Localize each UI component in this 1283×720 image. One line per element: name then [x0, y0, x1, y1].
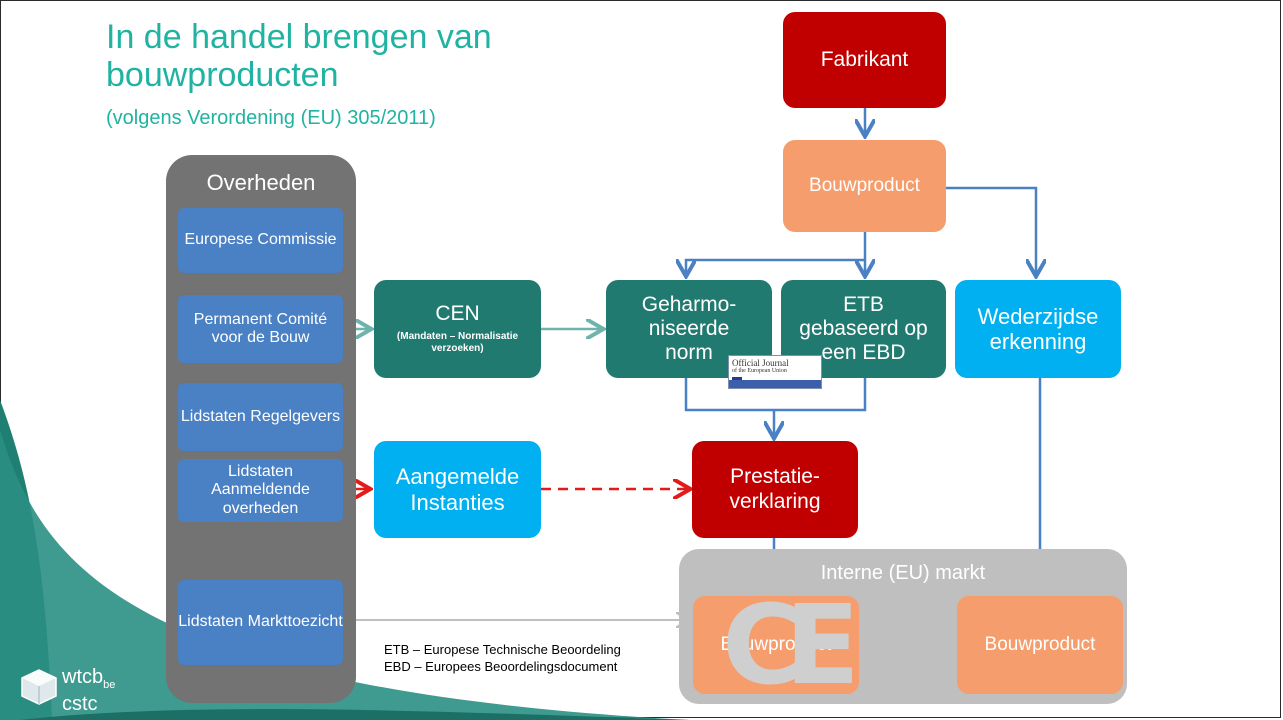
- bouwproduct-top-box: Bouwproduct: [783, 140, 946, 232]
- logo-main: wtcb: [62, 666, 104, 688]
- interne-markt-title: Interne (EU) markt: [820, 562, 986, 584]
- overheden-title: Overheden: [206, 170, 316, 195]
- abbreviations-legend: ETB – Europese Technische Beoordeling EB…: [384, 641, 621, 675]
- oj-band: [729, 380, 821, 388]
- lidstaten-markttoezicht-box: Lidstaten Markttoezicht: [178, 580, 343, 665]
- permanent-comite-box: Permanent Comité voor de Bouw: [178, 295, 343, 363]
- bouwproduct-market-box: Bouwproduct: [957, 596, 1123, 694]
- title-line-1: In de handel brengen van: [106, 18, 492, 56]
- arrow-to-norm: [686, 258, 865, 274]
- lidstaten-aanmeldende-box: Lidstaten Aanmeldende overheden: [178, 459, 343, 522]
- wtcb-logo-text: wtcbbe cstc: [62, 666, 116, 715]
- bouwproduct-ce-label: Bouwproduct: [720, 634, 832, 656]
- legend-ebd: EBD – Europees Beoordelingsdocument: [384, 659, 618, 674]
- title-line-2: bouwproducten: [106, 56, 339, 94]
- official-journal-thumbnail: Official Journal of the European Union: [728, 355, 822, 389]
- oj-line-2: of the European Union: [732, 368, 787, 374]
- logo-second: cstc: [62, 693, 98, 715]
- page-title: In de handel brengen van bouwproducten: [106, 18, 492, 94]
- legend-etb: ETB – Europese Technische Beoordeling: [384, 642, 621, 657]
- logo-suffix: be: [103, 679, 116, 691]
- join-norm-etb: [684, 378, 867, 412]
- arrow-to-wederzijdse: [946, 186, 1036, 274]
- cen-subtitle: (Mandaten – Normalisatie verzoeken): [396, 330, 519, 355]
- europese-commissie-box: Europese Commissie: [178, 208, 343, 273]
- aangemelde-instanties-box: Aangemelde Instanties: [374, 441, 541, 538]
- wtcb-logo-icon: [21, 669, 57, 705]
- lidstaten-regelgevers-box: Lidstaten Regelgevers: [178, 383, 343, 451]
- fabrikant-box: Fabrikant: [783, 12, 946, 108]
- page-subtitle: (volgens Verordening (EU) 305/2011): [106, 107, 436, 129]
- wederzijdse-erkenning-box: Wederzijdse erkenning: [955, 280, 1121, 378]
- oj-line-1: Official Journal: [732, 358, 789, 368]
- prestatieverklaring-box: Prestatie-verklaring: [692, 441, 858, 538]
- bouwproduct-ce-box: Bouwproduct: [693, 596, 859, 694]
- cen-box: CEN (Mandaten – Normalisatie verzoeken): [374, 280, 541, 378]
- cen-title: CEN: [435, 302, 480, 326]
- ce-mark: CE: [722, 581, 860, 709]
